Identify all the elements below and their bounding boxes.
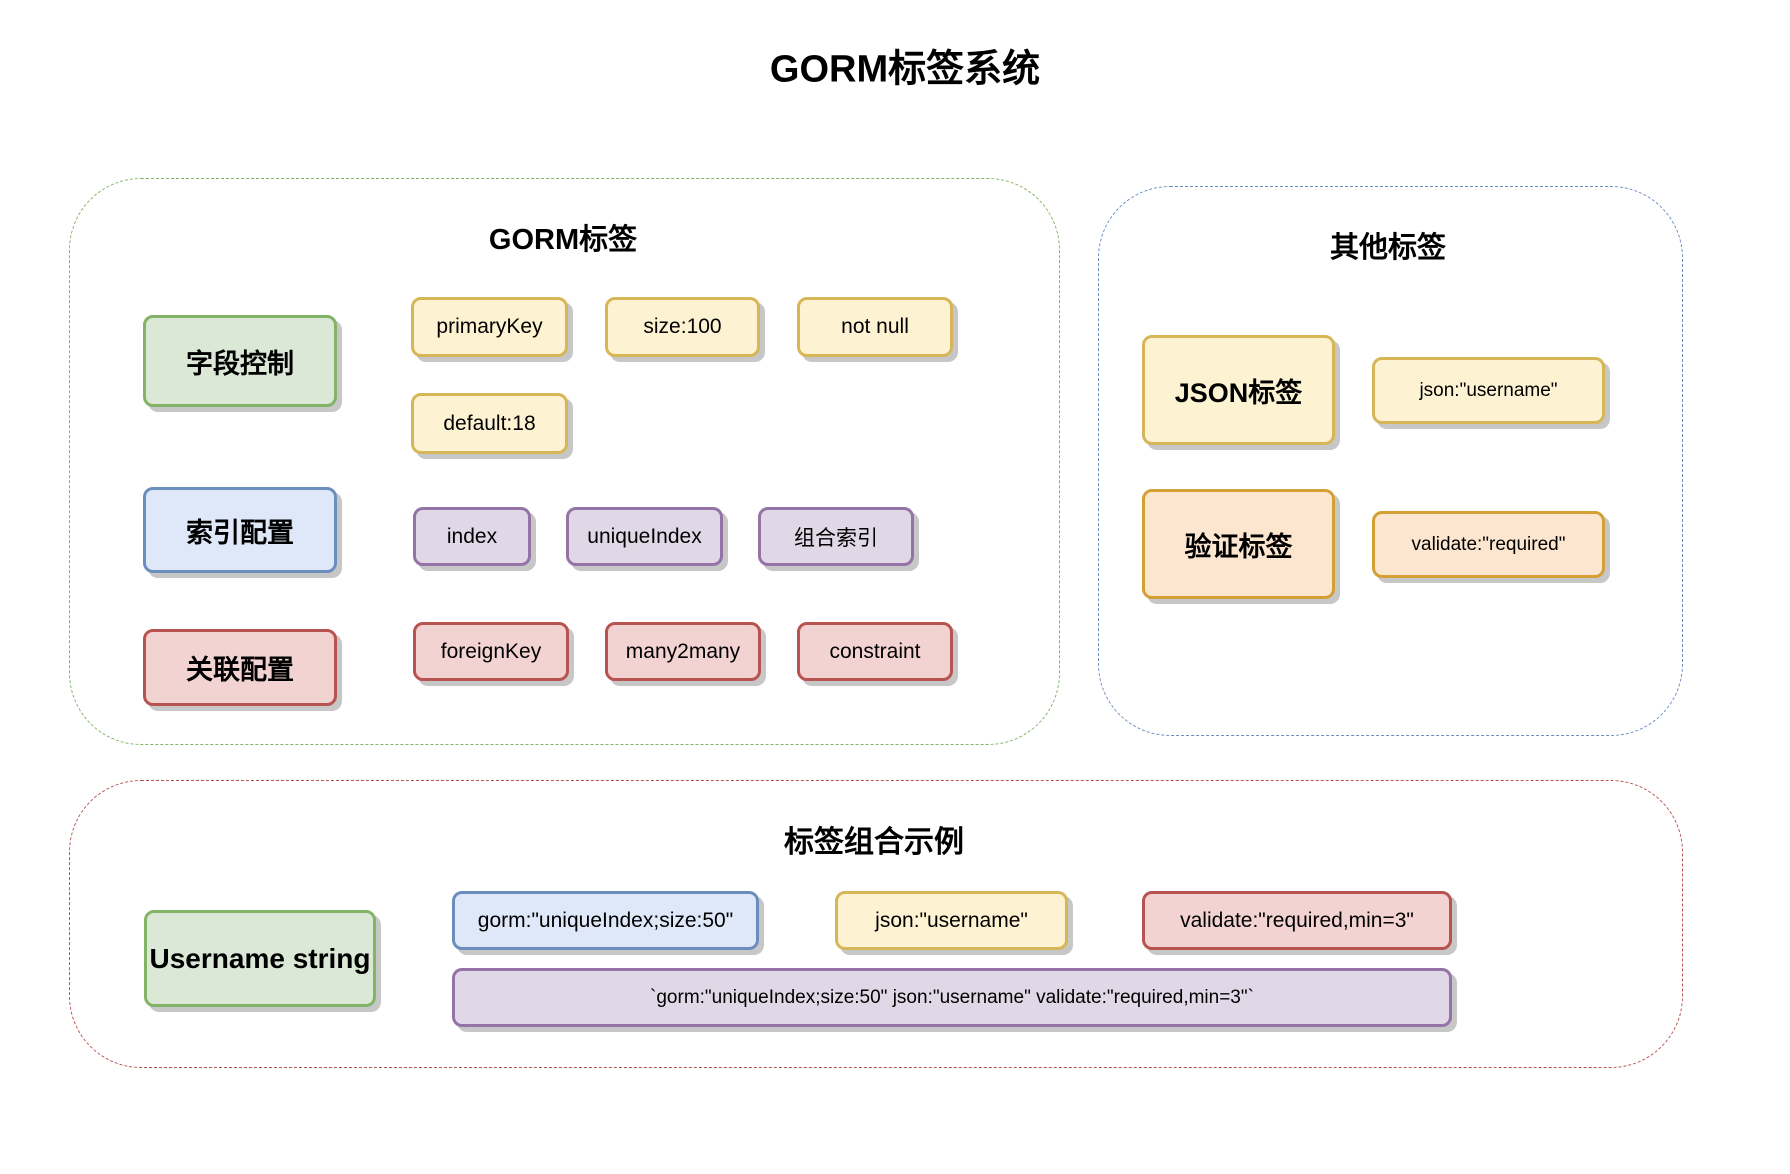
tag-primary-key: primaryKey [411, 297, 568, 357]
tag-label: constraint [829, 639, 921, 663]
tag-label: not null [841, 315, 909, 338]
tag-label: 组合索引 [794, 526, 878, 550]
tag-composite-index: 组合索引 [758, 507, 914, 566]
category-label: JSON标签 [1174, 377, 1303, 408]
category-label: 字段控制 [186, 348, 294, 379]
category-label: 索引配置 [186, 517, 294, 548]
tag-json-username: json:"username" [1372, 357, 1605, 424]
other-tags-group [1098, 186, 1683, 736]
category-relation-config: 关联配置 [143, 629, 337, 706]
tag-label: json:"username" [875, 908, 1028, 932]
field-username-string: Username string [144, 910, 376, 1007]
tag-foreign-key: foreignKey [413, 622, 569, 681]
example-validate-tag: validate:"required,min=3" [1142, 891, 1452, 950]
tag-default: default:18 [411, 393, 568, 454]
tag-label: uniqueIndex [587, 524, 702, 548]
tag-index: index [413, 507, 531, 566]
example-gorm-tag: gorm:"uniqueIndex;size:50" [452, 891, 759, 950]
tag-combination-example-title: 标签组合示例 [784, 826, 964, 859]
example-combined-tag: `gorm:"uniqueIndex;size:50" json:"userna… [452, 968, 1452, 1027]
combined-tag-label: `gorm:"uniqueIndex;size:50" json:"userna… [650, 986, 1254, 1008]
tag-validate-required: validate:"required" [1372, 511, 1605, 578]
tag-label: foreignKey [440, 639, 542, 663]
tag-size: size:100 [605, 297, 760, 357]
category-label: 验证标签 [1184, 531, 1293, 562]
gorm-tags-group-title: GORM标签 [488, 224, 638, 256]
tag-label: gorm:"uniqueIndex;size:50" [477, 908, 734, 932]
category-label: 关联配置 [186, 655, 294, 685]
other-tags-group-title: 其他标签 [1329, 232, 1447, 264]
category-field-control: 字段控制 [143, 315, 337, 407]
tag-label: json:"username" [1419, 379, 1558, 401]
gorm-tags-group [69, 178, 1060, 745]
example-json-tag: json:"username" [835, 891, 1068, 950]
tag-combination-example-group [69, 780, 1683, 1068]
tag-label: default:18 [443, 411, 536, 435]
tag-many2many: many2many [605, 622, 761, 681]
tag-constraint: constraint [797, 622, 953, 681]
diagram-title: GORM标签系统 [769, 48, 1041, 91]
tag-unique-index: uniqueIndex [566, 507, 723, 566]
tag-label: size:100 [643, 315, 722, 338]
category-validate-tag: 验证标签 [1142, 489, 1335, 599]
tag-not-null: not null [797, 297, 953, 357]
tag-label: validate:"required,min=3" [1180, 908, 1414, 932]
tag-label: many2many [625, 639, 741, 663]
category-index-config: 索引配置 [143, 487, 337, 573]
tag-label: index [446, 524, 498, 548]
tag-label: validate:"required" [1411, 533, 1566, 555]
tag-label: primaryKey [436, 315, 543, 338]
field-label: Username string [149, 942, 371, 974]
category-json-tag: JSON标签 [1142, 335, 1335, 445]
